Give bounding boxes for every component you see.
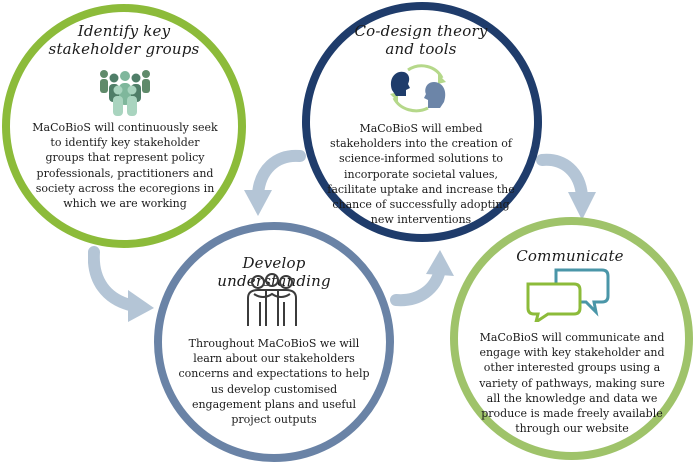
- identify-title-line2: stakeholder groups: [48, 40, 200, 58]
- chat-bubbles-icon: [526, 268, 610, 322]
- co-design-circle: [302, 2, 542, 242]
- crowd-icon: [100, 70, 150, 116]
- develop-understanding-circle: [154, 222, 394, 462]
- co-design-title-line1: Co-design theory: [354, 22, 488, 40]
- arrow-identify-to-develop: [88, 246, 154, 322]
- arrow-codesign-to-develop: [390, 250, 454, 307]
- develop-body: Throughout MaCoBioS we will learn about …: [178, 337, 370, 427]
- arrow-codesign-to-communicate: [536, 153, 596, 220]
- two-heads-exchange-icon: [390, 64, 446, 113]
- identify-stakeholders-circle: [2, 4, 246, 248]
- co-design-title-line2: and tools: [385, 40, 457, 58]
- identify-title-line1: Identify key: [77, 22, 171, 40]
- communicate-title: Communicate: [516, 247, 624, 265]
- identify-body: MaCoBioS will continuously seek to ident…: [32, 121, 218, 211]
- group-embrace-icon: [247, 273, 297, 326]
- identify-title: Identify key stakeholder groups: [34, 22, 214, 58]
- communicate-body: MaCoBioS will communicate and engage wit…: [479, 331, 665, 436]
- communicate-circle: [450, 217, 693, 460]
- arrow-develop-to-codesign: [244, 149, 306, 216]
- co-design-body: MaCoBioS will embed stakeholders into th…: [327, 122, 515, 227]
- develop-title: Develop understanding: [217, 254, 331, 290]
- co-design-title: Co-design theory and tools: [336, 22, 506, 58]
